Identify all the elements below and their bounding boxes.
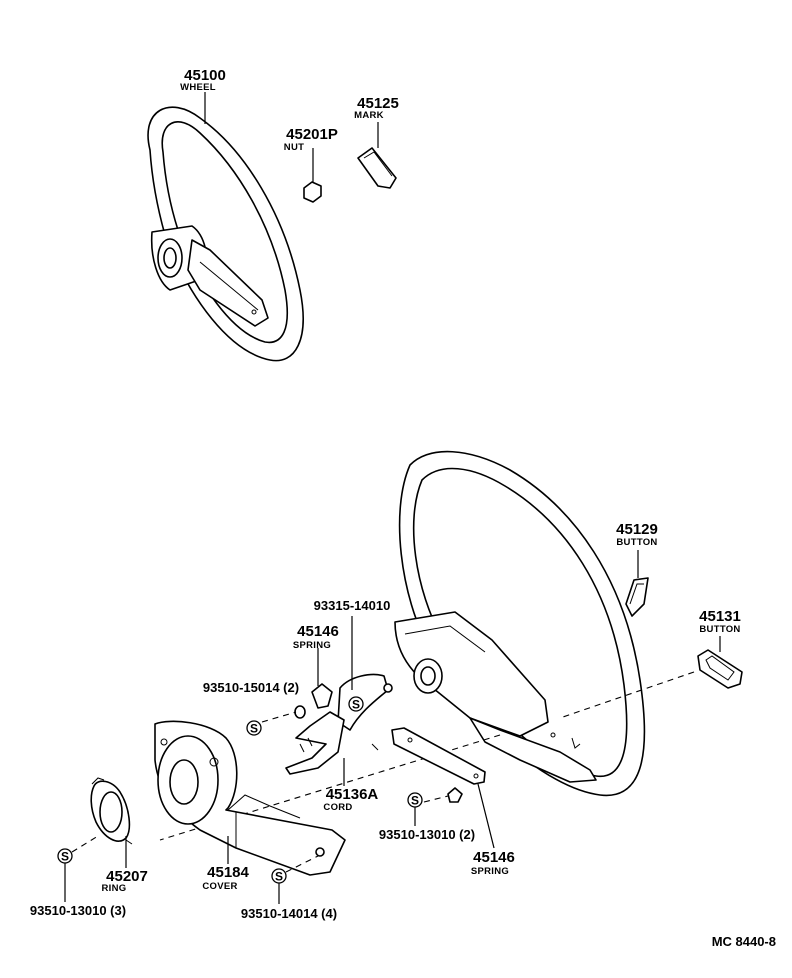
label-45136a-name: CORD bbox=[323, 802, 352, 813]
svg-text:S: S bbox=[275, 870, 283, 884]
wheel-top-drawing bbox=[147, 106, 304, 362]
label-45125-number: 45125 bbox=[357, 95, 399, 112]
label-45129-name: BUTTON bbox=[616, 537, 657, 548]
s-symbol-93315: S bbox=[348, 696, 364, 712]
spring-lower-drawing bbox=[391, 727, 495, 849]
label-45146-upper-number: 45146 bbox=[297, 623, 339, 640]
contact-plate-drawing bbox=[337, 616, 393, 731]
nut-drawing bbox=[303, 148, 322, 203]
label-45184-number: 45184 bbox=[207, 864, 249, 881]
s-symbol-15014: S bbox=[246, 720, 262, 736]
label-93510-13010-2: 93510-13010 (2) bbox=[379, 827, 475, 842]
wheel-lower-drawing bbox=[394, 450, 646, 797]
label-45129-number: 45129 bbox=[616, 521, 658, 538]
svg-text:S: S bbox=[352, 698, 360, 712]
ring-drawing bbox=[90, 777, 133, 868]
label-45125-name: MARK bbox=[354, 110, 384, 121]
cover-drawing bbox=[154, 720, 346, 876]
label-45146-lower-name: SPRING bbox=[471, 866, 509, 877]
label-93510-14014: 93510-14014 (4) bbox=[241, 906, 337, 921]
svg-text:S: S bbox=[250, 722, 258, 736]
mark-drawing bbox=[357, 122, 397, 189]
label-45131-name: BUTTON bbox=[699, 624, 740, 635]
s-symbol-14014: S bbox=[271, 855, 319, 904]
cord-drawing bbox=[285, 711, 379, 786]
label-93510-15014: 93510-15014 (2) bbox=[203, 680, 299, 695]
s-symbol-13010-3: S bbox=[57, 835, 99, 902]
label-45201p-number: 45201P bbox=[286, 126, 338, 143]
svg-text:S: S bbox=[411, 794, 419, 808]
label-45184-name: COVER bbox=[202, 881, 237, 892]
button-131-drawing bbox=[697, 636, 743, 689]
label-45100-number: 45100 bbox=[184, 67, 226, 84]
label-45146-lower-number: 45146 bbox=[473, 849, 515, 866]
spring-upper-drawing bbox=[311, 648, 333, 709]
svg-text:S: S bbox=[61, 850, 69, 864]
label-45207-number: 45207 bbox=[106, 868, 148, 885]
label-93315-14010: 93315-14010 bbox=[314, 598, 391, 613]
label-45131-number: 45131 bbox=[699, 608, 741, 625]
label-45100-name: WHEEL bbox=[180, 82, 216, 93]
label-45201p-name: NUT bbox=[284, 142, 304, 153]
label-93510-13010-3: 93510-13010 (3) bbox=[30, 903, 126, 918]
screw-15014-drawing bbox=[261, 705, 306, 723]
s-symbol-13010-2: S bbox=[407, 792, 423, 826]
button-129-drawing bbox=[625, 550, 649, 617]
label-45136a-number: 45136A bbox=[326, 786, 379, 803]
diagram-code: MC 8440-8 bbox=[712, 934, 776, 949]
label-45207-name: RING bbox=[102, 883, 127, 894]
label-45146-upper-name: SPRING bbox=[293, 640, 331, 651]
